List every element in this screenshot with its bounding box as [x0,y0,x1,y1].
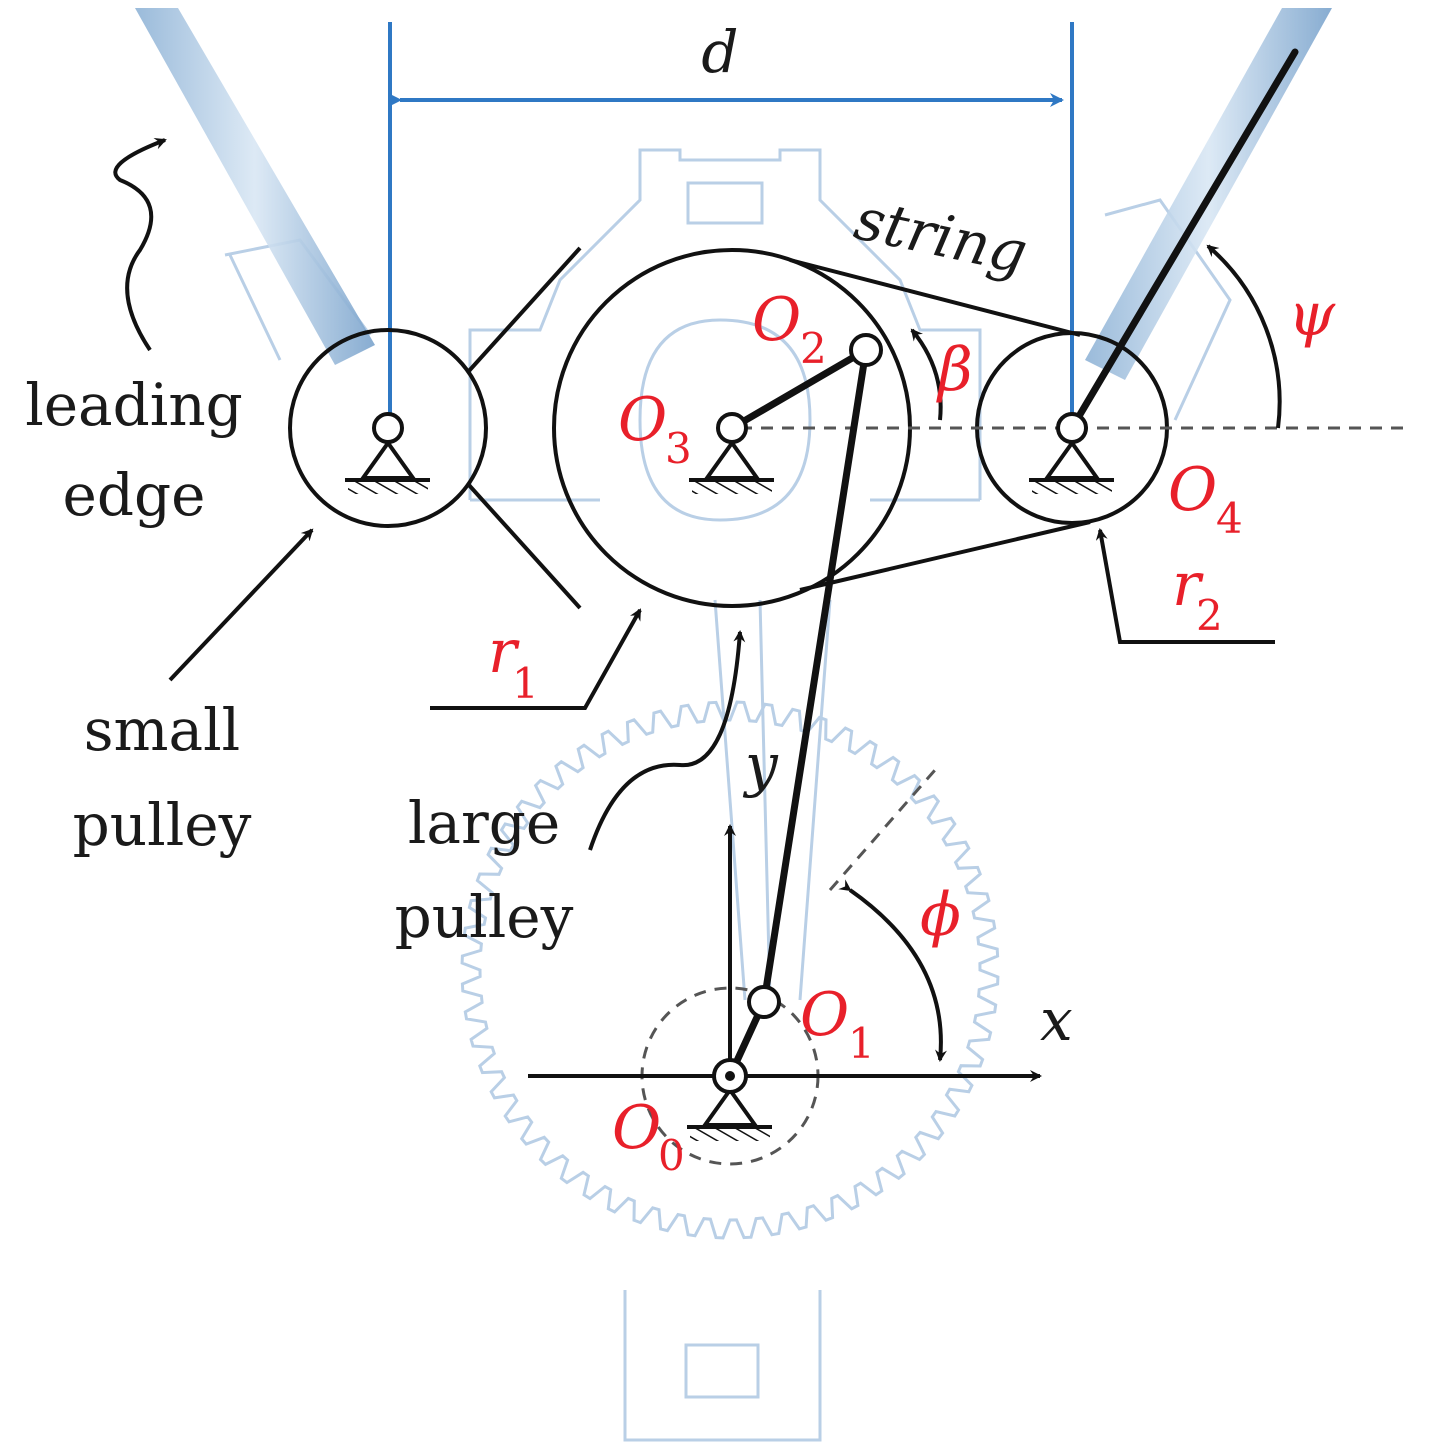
label-r1: r 1 [488,617,539,708]
pivot-small-pulley [345,412,430,494]
label-o3: O 3 [618,385,692,473]
ghost-mechanism [224,148,1232,1442]
string [466,246,1091,610]
ghost-inner-ring [638,318,812,522]
beta-symbol: β [936,335,973,405]
small-pulley-label-line2: pulley [73,791,252,859]
ghost-housing-bottom [623,1290,822,1442]
joint-o2 [849,333,883,367]
ghost-gear-teeth [460,700,1000,1240]
large-pulley-label-line2: pulley [395,883,574,951]
distance-dimension [388,22,1074,425]
phi-arc [838,879,947,1062]
svg-text:1: 1 [848,1019,875,1068]
svg-text:3: 3 [665,424,692,473]
svg-text:O: O [752,285,801,355]
right-pulley-link [1068,48,1299,432]
pivot-o3 [689,412,774,494]
leading-edge-label-line1: leading [25,371,243,439]
svg-text:O: O [618,385,667,455]
svg-text:O: O [800,980,849,1050]
ghost-arm [713,599,832,1001]
joint-o1 [747,985,781,1019]
label-o0: O 0 [612,1093,685,1180]
phi-reference-line [828,769,937,891]
leading-edge-label-line2: edge [63,461,206,529]
small-pulley-callout [168,528,314,682]
distance-label: d [701,18,738,86]
svg-text:r: r [1172,550,1204,620]
ghost-housing [468,148,982,500]
pivot-o4 [1029,412,1114,494]
svg-text:0: 0 [658,1131,685,1180]
ghost-slot-top [686,181,764,225]
svg-text:4: 4 [1216,494,1243,543]
beta-arc [910,328,943,421]
large-pulley-callout [588,630,746,851]
svg-text:r: r [488,617,520,687]
phi-symbol: ϕ [920,880,961,950]
pivot-o0 [687,1058,772,1141]
svg-text:O: O [1168,455,1217,525]
small-pulley-label-line1: small [84,696,240,764]
svg-text:O: O [612,1093,661,1163]
label-r2: r 2 [1172,550,1223,640]
label-o2: O 2 [752,285,827,373]
link-o2-o1 [760,346,870,1006]
svg-text:1: 1 [512,659,539,708]
r2-callout [1095,528,1275,644]
label-o1: O 1 [800,980,875,1068]
x-axis-label: x [1040,986,1073,1054]
small-pulley [288,328,488,528]
label-o4: O 4 [1168,455,1243,543]
ghost-slot-bottom [684,1343,760,1399]
large-pulley-label-line1: large [408,789,560,857]
left-leading-edge-rod [135,8,375,365]
string-label: string [849,185,1033,288]
link-o3-o2 [728,346,870,432]
psi-symbol: ψ [1288,280,1336,350]
svg-text:2: 2 [1196,591,1223,640]
psi-arc [1206,244,1282,429]
leading-edge-callout [113,137,167,352]
y-axis-label: y [742,731,779,799]
r1-callout [430,608,642,710]
svg-text:2: 2 [800,324,827,373]
ghost-gear [460,700,1000,1240]
